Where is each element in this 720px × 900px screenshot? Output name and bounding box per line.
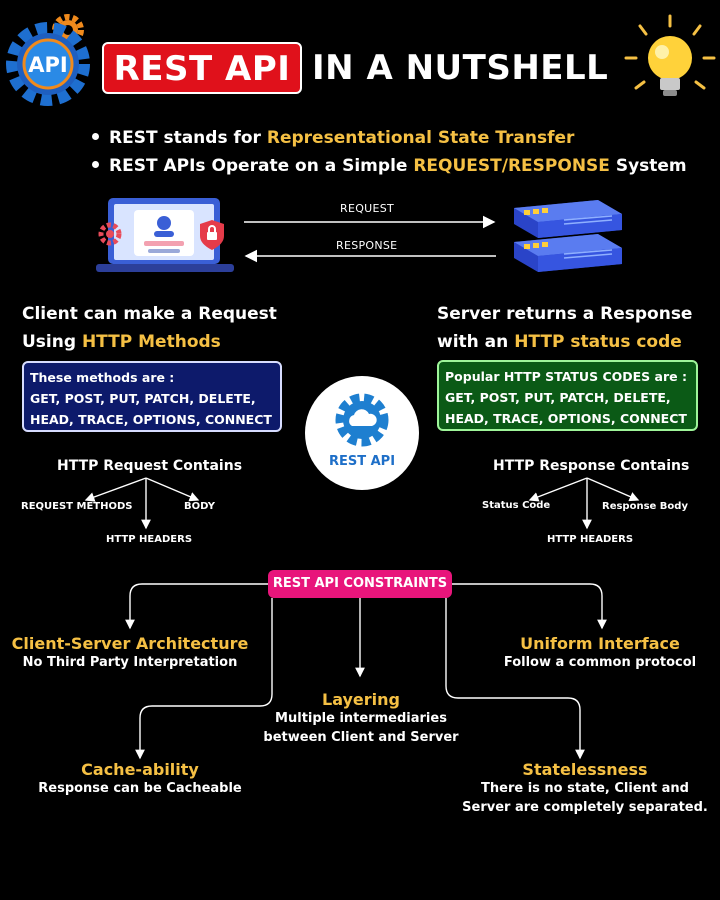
cloud-gear-icon <box>335 393 389 447</box>
api-gear-logo-icon: API <box>6 14 90 106</box>
body-label: BODY <box>184 501 215 512</box>
request-label: REQUEST <box>340 202 395 215</box>
constraint-uniform-interface: Uniform Interface Follow a common protoc… <box>503 634 697 670</box>
intro-bullets: REST stands for Representational State T… <box>92 124 692 180</box>
request-contains-title: HTTP Request Contains <box>57 458 243 474</box>
lightbulb-icon <box>624 14 716 96</box>
constraints-connector-lines <box>125 583 607 760</box>
bullet-dot <box>92 160 99 168</box>
contains-tree-lines <box>84 477 640 530</box>
request-response-arrows <box>244 215 496 263</box>
client-heading: Client can make a Request Using HTTP Met… <box>22 304 277 352</box>
response-label: RESPONSE <box>336 239 398 252</box>
svg-text:API: API <box>28 53 67 77</box>
server-heading: Server returns a Response with an HTTP s… <box>437 304 693 352</box>
constraint-layering: Layering Multiple intermediaries between… <box>263 690 459 745</box>
bullet-rest-definition: REST stands for Representational State T… <box>92 124 692 152</box>
constraints-pill-label: REST API CONSTRAINTS <box>272 576 448 591</box>
center-badge-label: REST API <box>328 454 396 469</box>
http-methods-box: These methods are : GET, POST, PUT, PATC… <box>22 361 282 432</box>
response-contains-title: HTTP Response Contains <box>493 458 690 474</box>
request-methods-label: REQUEST METHODS <box>21 501 133 512</box>
server-stack-icon <box>514 200 622 272</box>
constraint-cache-ability: Cache-ability Response can be Cacheable <box>38 760 242 796</box>
response-body-label: Response Body <box>602 501 688 512</box>
laptop-login-icon <box>96 198 234 272</box>
status-code-label: Status Code <box>482 500 551 511</box>
request-headers-label: HTTP HEADERS <box>106 534 193 545</box>
title-badge-text: REST API <box>113 49 291 89</box>
status-codes-box: Popular HTTP STATUS CODES are : GET, POS… <box>437 360 698 431</box>
bullet-request-response: REST APIs Operate on a Simple REQUEST/RE… <box>92 152 692 180</box>
bullet-dot <box>92 132 99 140</box>
page-title: IN A NUTSHELL <box>312 48 609 88</box>
constraints-pill: REST API CONSTRAINTS <box>268 570 452 598</box>
response-headers-label: HTTP HEADERS <box>547 534 634 545</box>
constraint-client-server: Client-Server Architecture No Third Part… <box>11 634 249 670</box>
title-badge: REST API <box>102 42 302 94</box>
constraint-statelessness: Statelessness There is no state, Client … <box>462 760 708 815</box>
rest-api-center-badge: REST API <box>305 376 419 490</box>
